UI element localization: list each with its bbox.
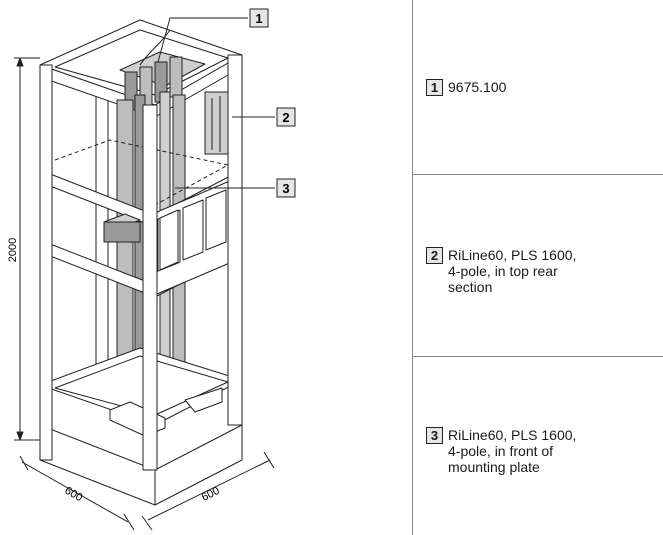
legend-divider (412, 0, 413, 535)
legend-text: 9675.100 (448, 79, 507, 95)
depth-label: 600 (200, 485, 222, 504)
depth-dimension (141, 451, 275, 531)
top-busbar-system (119, 29, 206, 111)
callout-number: 2 (282, 110, 289, 125)
height-dimension (14, 57, 40, 441)
front-frame (39, 54, 243, 471)
callout-number: 3 (282, 181, 289, 196)
legend-text: RiLine60, PLS 1600, 4-pole, in top rear … (448, 247, 577, 295)
width-dimension (19, 455, 135, 531)
callout-badge-1: 1 (249, 8, 269, 28)
callout-badge-2: 2 (276, 107, 296, 127)
bottom-frame (39, 347, 243, 437)
legend-item-1: 1 9675.100 (426, 79, 656, 96)
legend-item-2: 2 RiLine60, PLS 1600, 4-pole, in top rea… (426, 247, 656, 295)
legend-badge: 2 (426, 247, 443, 264)
legend-badge: 3 (426, 427, 443, 444)
legend-row-divider (412, 174, 663, 175)
callout-badge-3: 3 (276, 178, 296, 198)
legend-item-3: 3 RiLine60, PLS 1600, 4-pole, in front o… (426, 427, 656, 475)
height-label: 2000 (7, 238, 19, 262)
mounting-plate (149, 179, 233, 298)
legend-text: RiLine60, PLS 1600, 4-pole, in front of … (448, 427, 577, 475)
callout-leaders (157, 17, 275, 189)
enclosure-drawing: 1 2 3 2000 600 600 (7, 8, 296, 531)
callout-number: 1 (255, 11, 262, 26)
width-label: 600 (63, 485, 85, 505)
legend-badge: 1 (426, 79, 443, 96)
legend-row-divider (412, 356, 663, 357)
left-component (103, 213, 141, 243)
